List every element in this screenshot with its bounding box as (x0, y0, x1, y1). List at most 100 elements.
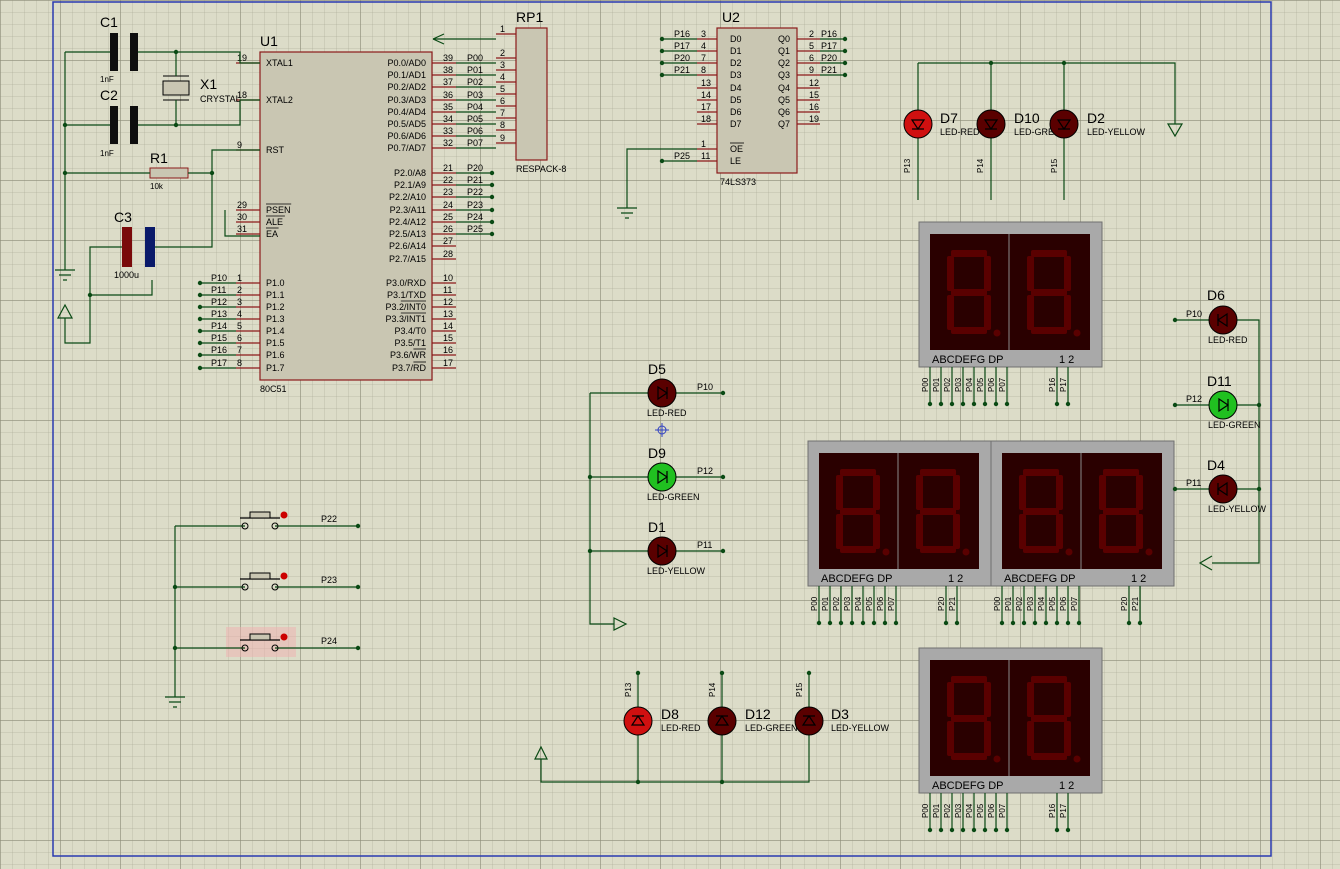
led-body[interactable] (1208, 305, 1238, 335)
button-contact (271, 583, 279, 591)
mcu-pin-number: 37 (443, 77, 453, 87)
pushbutton-p22[interactable]: P22 (175, 511, 361, 530)
led-body[interactable] (647, 462, 677, 492)
junction-dot (960, 827, 966, 833)
u2-pin-name: D1 (730, 46, 742, 56)
power-terminal (613, 617, 628, 631)
segment (1023, 546, 1059, 553)
display-pin-net: P03 (843, 596, 852, 611)
led-body[interactable] (1208, 474, 1238, 504)
segment (916, 514, 923, 549)
button-indicator-icon (280, 633, 288, 641)
display-pin-net: P17 (1059, 803, 1068, 818)
mcu-pin-number: 32 (443, 138, 453, 148)
mcu-pin-number: 29 (237, 200, 247, 210)
led-body[interactable] (794, 706, 824, 736)
mcu-pin-number: 5 (237, 321, 242, 331)
segment (1023, 508, 1059, 515)
segment (916, 475, 923, 510)
pushbutton-p24[interactable]: P24 (172, 633, 361, 652)
led-body[interactable] (707, 706, 737, 736)
net-label: P17 (821, 41, 837, 51)
segment (840, 546, 876, 553)
led-body[interactable] (623, 706, 653, 736)
button-cap[interactable] (249, 511, 271, 519)
digit-labels: 1 2 (1059, 354, 1074, 366)
segment (984, 256, 991, 291)
button-cap[interactable] (249, 572, 271, 580)
display-pin-net: P05 (976, 803, 985, 818)
display-pin-net: P01 (1004, 596, 1013, 611)
mcu-pin-name: P1.6 (266, 350, 285, 360)
oscillator-circuit[interactable]: C1 1nF C2 1nF X1 CRYSTAL R1 10k C3 1000u (55, 14, 260, 344)
led-body[interactable] (976, 109, 1006, 139)
display-pin-net: P06 (987, 803, 996, 818)
display-pin-net: P02 (943, 803, 952, 818)
display-pin-net: P20 (937, 596, 946, 611)
u2-pin-name: D2 (730, 58, 742, 68)
mcu-pin-number: 38 (443, 65, 453, 75)
segment-dp (1145, 548, 1153, 556)
mcu-pin-number: 10 (443, 273, 453, 283)
net-label: P06 (467, 126, 483, 136)
u2-pin-name: D3 (730, 70, 742, 80)
mcu-pin-number: 3 (237, 297, 242, 307)
junction-dot (1172, 402, 1178, 408)
rp1-body[interactable] (515, 27, 548, 161)
net-label: P11 (211, 285, 226, 295)
u2-body[interactable] (716, 27, 798, 174)
display-pin-net: P02 (832, 596, 841, 611)
button-cap[interactable] (249, 633, 271, 641)
pushbutton-p23[interactable]: P23 (172, 572, 361, 591)
display-pin-net: P05 (865, 596, 874, 611)
mcu-pin-name: P0.1/AD1 (387, 70, 426, 80)
led-body[interactable] (1049, 109, 1079, 139)
segment-dp (1065, 548, 1073, 556)
led-net: P15 (795, 682, 804, 697)
led-body[interactable] (647, 378, 677, 408)
net-label: P21 (467, 175, 483, 185)
ground-symbol (617, 207, 637, 219)
segment (947, 256, 954, 291)
led-body[interactable] (903, 109, 933, 139)
junction-dot (960, 401, 966, 407)
mcu-pin-number: 17 (443, 358, 453, 368)
u2-pin-number: 1 (701, 139, 706, 149)
led-group[interactable]: D7LED-REDP13D10LED-GREENP14D2LED-YELLOWP… (534, 60, 1267, 785)
led-ref: D1 (648, 519, 666, 535)
segment-dp (962, 548, 970, 556)
junction-dot (1021, 620, 1027, 626)
display-pin-net: P07 (887, 596, 896, 611)
led-body[interactable] (647, 536, 677, 566)
bottom-led-wiring (540, 673, 810, 783)
button-ground-wire (165, 526, 185, 708)
mcu-pin-name: XTAL2 (266, 95, 293, 105)
led-body[interactable] (1208, 390, 1238, 420)
mcu-pin-name: P2.2/A10 (389, 192, 426, 202)
net-label: P20 (821, 53, 837, 63)
mcu-body[interactable] (259, 51, 433, 381)
